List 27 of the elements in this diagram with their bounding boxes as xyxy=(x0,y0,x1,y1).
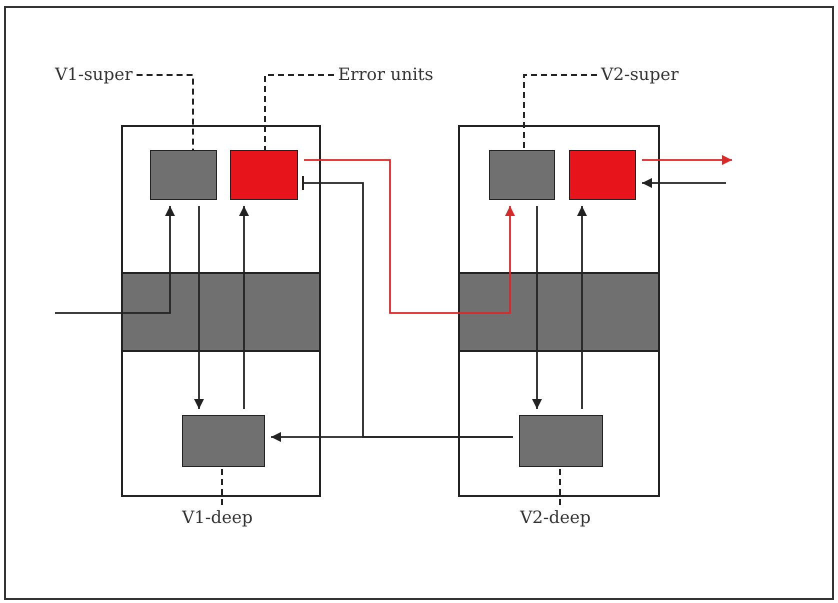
error-unit-box xyxy=(569,150,636,200)
unit-box xyxy=(489,150,555,200)
inhibition-line xyxy=(302,175,513,438)
arrow xyxy=(532,206,542,409)
layered-area-drawing xyxy=(121,125,321,497)
error-unit-box xyxy=(230,150,298,200)
leader-line xyxy=(136,74,194,150)
arrow xyxy=(642,178,726,188)
arrow xyxy=(304,159,515,314)
leader-line xyxy=(221,467,223,505)
arrow xyxy=(239,206,249,409)
arrow xyxy=(642,155,732,165)
unit-label: V1-super xyxy=(55,62,133,88)
leader-line xyxy=(523,74,597,150)
unit-label: V2-super xyxy=(601,62,679,88)
unit-box xyxy=(150,150,217,200)
unit-label: V1-deep xyxy=(182,505,253,531)
unit-box xyxy=(519,415,603,467)
arrow xyxy=(55,206,175,314)
arrow xyxy=(577,206,587,409)
layered-area-drawing xyxy=(458,125,660,497)
leader-line xyxy=(264,74,334,150)
arrow xyxy=(194,206,204,409)
leader-line xyxy=(559,467,561,505)
unit-box xyxy=(182,415,265,467)
unit-label: Error units xyxy=(338,62,434,88)
unit-label: V2-deep xyxy=(520,505,591,531)
